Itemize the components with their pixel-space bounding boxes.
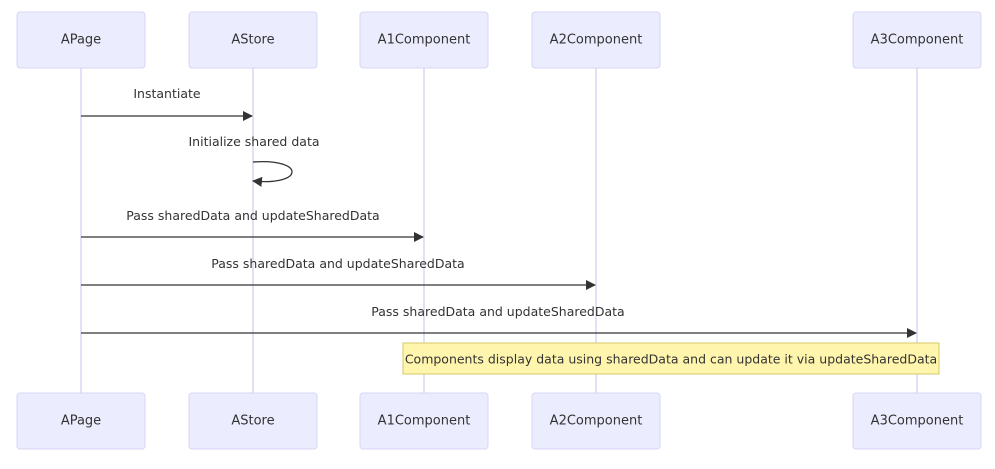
message-label: Pass sharedData and updateSharedData [126,208,379,223]
actor-label: AStore [231,33,274,48]
note[interactable]: Components display data using sharedData… [402,342,940,375]
actor-a2-top[interactable]: A2Component [531,11,661,69]
actors-top: APage AStore A1Component A2Component A3C… [16,11,982,69]
actor-apage-bottom[interactable]: APage [16,392,146,450]
actor-a3-bottom[interactable]: A3Component [852,392,982,450]
message-pass-to-a2[interactable]: Pass sharedData and updateSharedData [81,256,596,290]
actor-a3-top[interactable]: A3Component [852,11,982,69]
lifelines [80,68,918,393]
actor-astore-bottom[interactable]: AStore [188,392,318,450]
message-pass-to-a1[interactable]: Pass sharedData and updateSharedData [81,208,424,242]
actor-label: A3Component [871,33,964,48]
actor-box [852,11,982,69]
actor-label: A2Component [550,33,643,48]
note-text: Components display data using sharedData… [405,352,937,367]
self-message-arrow [252,160,293,187]
actor-label: AStore [231,414,274,429]
actor-box [188,11,318,69]
actor-label: A1Component [378,33,471,48]
message-instantiate[interactable]: Instantiate [81,86,253,121]
message-label: Pass sharedData and updateSharedData [211,256,464,271]
actor-box [359,11,489,69]
actor-label: A3Component [871,414,964,429]
actors-bottom: APage AStore A1Component A2Component A3C… [16,392,982,450]
actor-box [16,11,146,69]
messages: Instantiate Initialize shared data Pass … [81,86,917,338]
actor-box [188,392,318,450]
actor-box [531,392,661,450]
actor-label: APage [61,414,101,429]
actor-apage-top[interactable]: APage [16,11,146,69]
actor-label: A2Component [550,414,643,429]
message-label: Initialize shared data [189,134,320,149]
actor-a2-bottom[interactable]: A2Component [531,392,661,450]
note-box [402,342,940,375]
actor-a1-bottom[interactable]: A1Component [359,392,489,450]
actor-box [16,392,146,450]
actor-astore-top[interactable]: AStore [188,11,318,69]
actor-label: A1Component [378,414,471,429]
actor-box [852,392,982,450]
message-label: Pass sharedData and updateSharedData [371,304,624,319]
actor-label: APage [61,33,101,48]
actor-box [531,11,661,69]
message-label: Instantiate [133,86,201,101]
actor-box [359,392,489,450]
actor-a1-top[interactable]: A1Component [359,11,489,69]
message-pass-to-a3[interactable]: Pass sharedData and updateSharedData [81,304,917,338]
message-initialize-shared-data[interactable]: Initialize shared data [189,134,320,187]
